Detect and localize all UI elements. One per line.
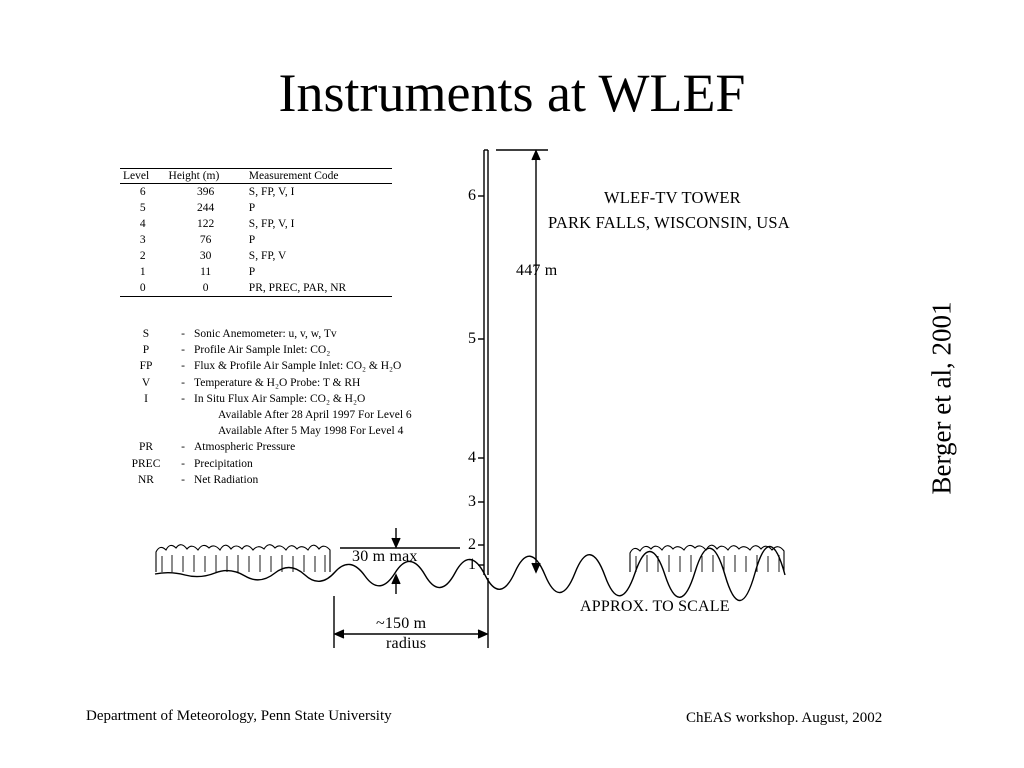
- legend-item: FP - Flux & Profile Air Sample Inlet: CO…: [120, 358, 490, 374]
- code-cell: S, FP, V: [248, 250, 287, 262]
- column-header-level: Level: [120, 168, 166, 184]
- tower-title: WLEF-TV TOWER: [604, 188, 741, 207]
- code-cell: S, FP, V, I: [248, 186, 295, 198]
- legend-code: PR: [138, 441, 154, 454]
- level-label-5: 5: [468, 330, 476, 347]
- legend-code: FP: [139, 360, 153, 373]
- table-row: 6 396 S, FP, V, I: [120, 184, 392, 201]
- level-cell: 6: [139, 186, 146, 198]
- legend-code: S: [142, 328, 150, 340]
- legend-dash: -: [181, 344, 185, 357]
- height-arrowhead-bottom: [531, 562, 541, 574]
- legend-dash: -: [181, 328, 185, 340]
- legend-item: I - In Situ Flux Air Sample: CO₂ & H₂O: [120, 391, 490, 407]
- level-cell: 1: [139, 266, 146, 278]
- legend-item: PREC - Precipitation: [120, 456, 490, 472]
- canopy-arrowhead-upper: [391, 537, 401, 549]
- table-header-row: Level Height (m) Measurement Code: [120, 168, 392, 184]
- level-label-3: 3: [468, 493, 476, 510]
- legend-code: P: [142, 344, 150, 357]
- footer-workshop: ChEAS workshop. August, 2002: [686, 710, 883, 726]
- forest-trunks-right: [635, 555, 780, 572]
- forest-canopy-left: [155, 544, 331, 572]
- canopy-height-label: 30 m max: [352, 548, 418, 565]
- legend-description: Flux & Profile Air Sample Inlet: CO₂ & H…: [194, 360, 402, 373]
- legend-item: V - Temperature & H₂O Probe: T & RH: [120, 375, 490, 391]
- legend-code: PREC: [131, 457, 161, 470]
- column-header-measurement-code: Measurement Code: [245, 168, 392, 184]
- legend-dash: -: [181, 457, 185, 470]
- height-cell: 11: [200, 266, 212, 278]
- legend-description: Sonic Anemometer: u, v, w, Tv: [194, 328, 337, 340]
- legend-item: NR - Net Radiation: [120, 472, 490, 488]
- footer-department: Department of Meteorology, Penn State Un…: [86, 708, 392, 724]
- legend-dash: -: [181, 473, 185, 486]
- radius-unit-label: radius: [386, 635, 427, 652]
- legend-note: Available After 28 April 1997 For Level …: [218, 409, 412, 422]
- height-cell: 244: [197, 202, 215, 214]
- height-arrowhead-top: [531, 149, 541, 161]
- citation: Berger et al, 2001: [926, 301, 957, 495]
- legend-dash: -: [181, 360, 185, 373]
- height-cell: 0: [165, 280, 246, 297]
- legend-code: I: [144, 392, 148, 405]
- level-label-2: 2: [468, 536, 476, 553]
- table-row: 3 76 P: [120, 232, 392, 248]
- legend-description: Profile Air Sample Inlet: CO₂: [194, 344, 331, 357]
- level-label-1: 1: [468, 556, 476, 573]
- forest-trunks-left: [161, 555, 326, 572]
- table-row: 5 244 P: [120, 200, 392, 216]
- tower-location: PARK FALLS, WISCONSIN, USA: [548, 213, 790, 232]
- radius-arrowhead-left: [333, 629, 345, 639]
- height-cell: 76: [199, 234, 212, 246]
- radius-arrowhead-right: [477, 629, 489, 639]
- table-row: 0 0 PR, PREC, PAR, NR: [120, 280, 392, 297]
- level-cell: 4: [139, 218, 146, 230]
- legend-dash: -: [181, 376, 185, 389]
- table-row: 2 30 S, FP, V: [120, 248, 392, 264]
- code-cell: P: [248, 266, 256, 278]
- measurement-code-legend: S - Sonic Anemometer: u, v, w, Tv P - Pr…: [120, 326, 490, 488]
- legend-dash: -: [181, 392, 185, 405]
- code-cell: P: [248, 234, 256, 246]
- height-cell: 396: [197, 186, 215, 198]
- code-cell: P: [248, 202, 256, 214]
- level-label-6: 6: [468, 187, 476, 204]
- legend-code: NR: [138, 473, 154, 486]
- level-cell: 0: [120, 280, 166, 297]
- level-cell: 2: [139, 250, 146, 262]
- legend-description: Net Radiation: [194, 473, 259, 486]
- table-row: 1 11 P: [120, 264, 392, 280]
- canopy-arrowhead-lower: [391, 573, 401, 585]
- height-cell: 30: [199, 250, 212, 262]
- slide-title: Instruments at WLEF: [278, 63, 746, 123]
- level-cell: 5: [139, 202, 146, 214]
- ground-line: [154, 545, 786, 602]
- code-cell: S, FP, V, I: [248, 218, 295, 230]
- legend-item: S - Sonic Anemometer: u, v, w, Tv: [120, 326, 490, 342]
- level-label-4: 4: [468, 449, 476, 466]
- legend-item: PR - Atmospheric Pressure: [120, 439, 490, 455]
- legend-description: Precipitation: [194, 457, 253, 470]
- column-header-height: Height (m): [165, 168, 246, 184]
- code-cell: PR, PREC, PAR, NR: [245, 280, 392, 297]
- table-row: 4 122 S, FP, V, I: [120, 216, 392, 232]
- radius-label: ~150 m: [376, 615, 427, 632]
- legend-note: Available After 5 May 1998 For Level 4: [218, 425, 404, 438]
- measurement-level-table: Level Height (m) Measurement Code 6 396 …: [120, 168, 392, 297]
- legend-description: Temperature & H₂O Probe: T & RH: [194, 376, 361, 389]
- height-cell: 122: [197, 218, 215, 230]
- legend-description: In Situ Flux Air Sample: CO₂ & H₂O: [194, 392, 366, 405]
- scale-note: APPROX. TO SCALE: [580, 598, 730, 615]
- tower-height-label: 447 m: [516, 262, 558, 279]
- legend-item: P - Profile Air Sample Inlet: CO₂: [120, 342, 490, 358]
- legend-description: Atmospheric Pressure: [194, 441, 296, 454]
- legend-dash: -: [181, 441, 185, 454]
- forest-canopy-right: [629, 544, 785, 572]
- legend-code: V: [141, 376, 151, 389]
- level-cell: 3: [139, 234, 146, 246]
